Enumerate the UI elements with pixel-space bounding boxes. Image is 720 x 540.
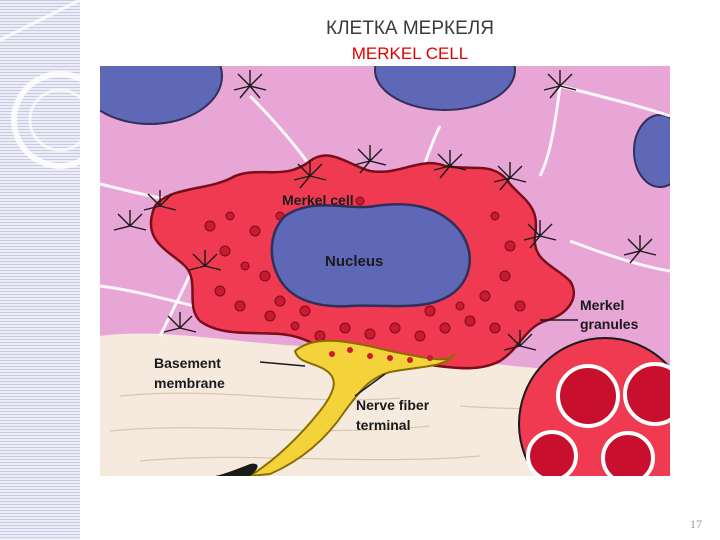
slide-title-english: MERKEL CELL	[0, 44, 720, 64]
label-merkel-granules-line1: Merkel	[580, 297, 624, 313]
label-nerve-fiber-line1: Nerve fiber	[356, 397, 430, 413]
label-nerve-fiber-line2: terminal	[356, 417, 410, 433]
slide-title-russian: КЛЕТКА МЕРКЕЛЯ	[0, 18, 720, 40]
merkel-cell-diagram: Merkel cell Nucleus Merkel granules Base…	[100, 66, 670, 476]
label-merkel-cell: Merkel cell	[282, 192, 354, 208]
label-basement-membrane-line1: Basement	[154, 355, 221, 371]
label-nucleus: Nucleus	[325, 253, 383, 270]
label-merkel-granules-line2: granules	[580, 316, 639, 332]
page-number: 17	[690, 517, 702, 532]
label-basement-membrane-line2: membrane	[154, 375, 225, 391]
